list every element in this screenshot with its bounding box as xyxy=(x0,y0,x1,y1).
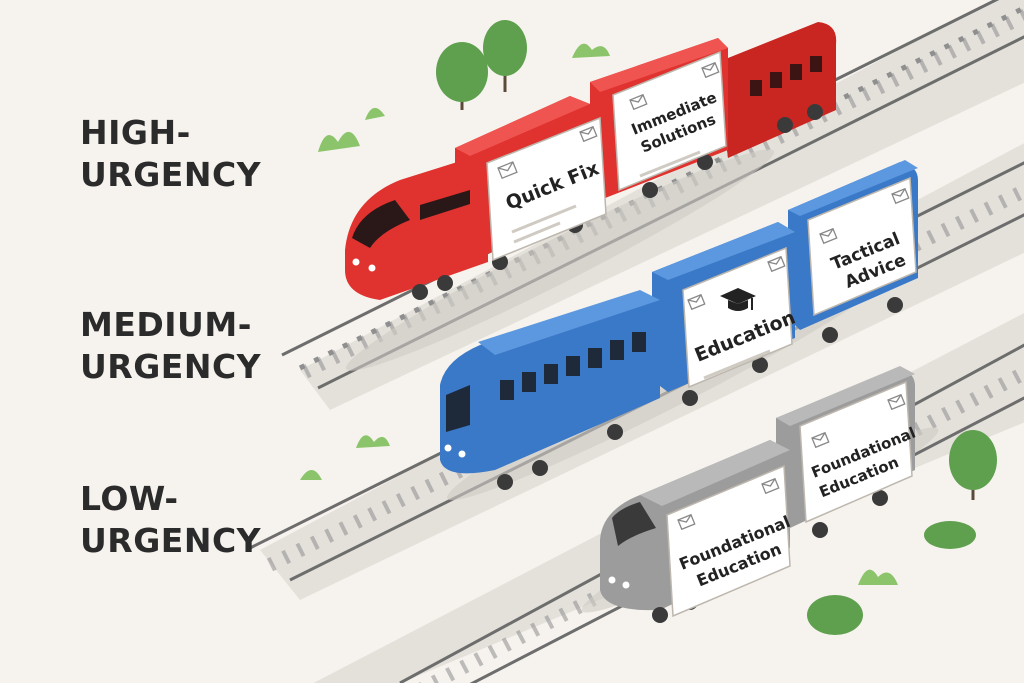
tier-label-line: URGENCY xyxy=(80,521,262,560)
tree xyxy=(483,20,527,92)
mail-icon xyxy=(811,431,830,449)
bush xyxy=(365,107,385,120)
mail-icon xyxy=(761,477,780,495)
tier-label-high: HIGH- URGENCY xyxy=(80,112,261,196)
bush xyxy=(318,131,360,152)
mail-icon xyxy=(767,255,786,273)
bush xyxy=(356,435,390,448)
mail-icon xyxy=(629,93,648,111)
tier-label-medium: MEDIUM- URGENCY xyxy=(80,304,261,388)
tier-label-line: HIGH- xyxy=(80,113,191,152)
tree xyxy=(949,430,997,500)
mail-icon xyxy=(579,125,598,143)
tier-label-line: URGENCY xyxy=(80,155,262,194)
mail-icon xyxy=(677,513,696,531)
mail-icon xyxy=(701,61,720,79)
bush xyxy=(858,569,898,585)
tier-label-line: URGENCY xyxy=(80,347,262,386)
tree xyxy=(436,42,488,110)
cargo-card-foundational-education-rear: Foundational Education xyxy=(799,380,918,524)
mail-icon xyxy=(887,393,906,411)
tier-label-low: LOW- URGENCY xyxy=(80,478,261,562)
mail-icon xyxy=(891,187,910,205)
bush xyxy=(924,521,976,549)
cargo-card-tactical-advice: Tactical Advice xyxy=(807,176,917,317)
cargo-card-immediate-solutions: Immediate Solutions xyxy=(612,50,727,192)
mail-icon xyxy=(497,161,518,180)
bush xyxy=(572,43,610,58)
tier-label-line: MEDIUM- xyxy=(80,305,252,344)
cargo-card-foundational-education-front: Foundational Education xyxy=(666,464,793,618)
bush xyxy=(300,470,322,480)
cargo-card-education: Education xyxy=(682,246,799,389)
mail-icon xyxy=(819,227,838,245)
tier-label-line: LOW- xyxy=(80,479,179,518)
mail-icon xyxy=(687,293,706,311)
cargo-card-quick-fix: Quick Fix xyxy=(486,116,607,262)
bush xyxy=(807,595,863,635)
graduation-cap-icon xyxy=(720,288,756,311)
